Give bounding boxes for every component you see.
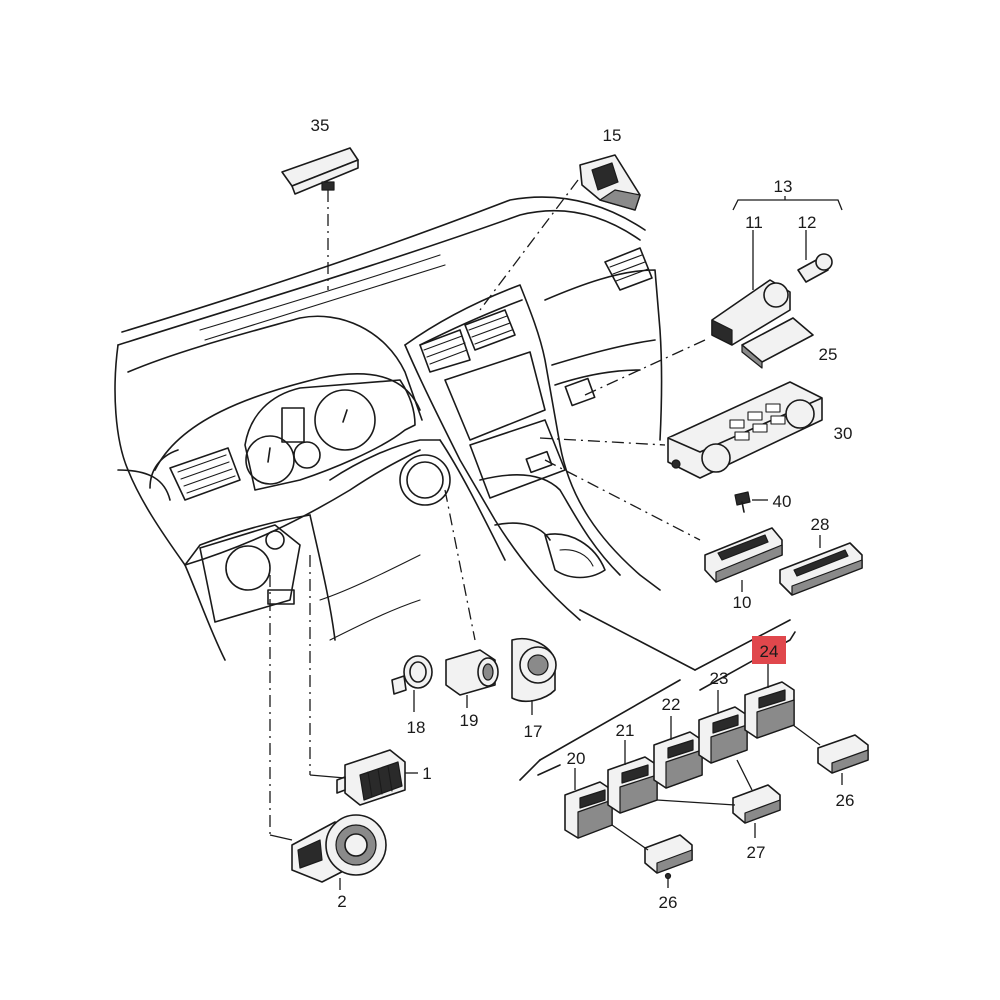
center-stack-panel [444,351,596,499]
callout-35: 35 [311,116,330,135]
switch-row-panel-line [537,631,796,776]
part-26-blank-cap-right[interactable] [792,724,869,785]
part-28-switch-strip[interactable] [779,535,863,596]
part-35-handle-trim[interactable] [281,147,359,195]
callout-25: 25 [819,345,838,364]
part-2-light-switch[interactable] [269,814,387,890]
part-19-ignition-lock[interactable] [445,649,499,708]
callout-40: 40 [773,492,792,511]
left-air-vent [169,447,241,501]
callout-26-right: 26 [836,791,855,810]
dash-speaker [399,454,451,506]
center-air-vents [419,309,516,373]
callout-26-bottom: 26 [659,893,678,912]
part-26-blank-cap-bottom[interactable] [611,824,693,888]
callout-labels: 35 15 13 11 12 25 30 40 28 10 24 23 22 2… [311,116,855,912]
part-30-climate-control[interactable] [667,381,823,479]
part-11-socket[interactable] [711,279,791,346]
callout-19: 19 [460,711,479,730]
part-22-switch[interactable] [653,716,703,789]
part-13-bracket [732,196,843,290]
callout-11: 11 [745,213,763,232]
instrument-cluster [244,379,416,491]
callout-24: 24 [760,642,779,661]
part-10-switch-strip[interactable] [704,527,783,592]
dashboard-outline [114,196,663,661]
callout-22: 22 [662,695,681,714]
part-17-trim-ring[interactable] [511,638,557,715]
callout-18: 18 [407,718,426,737]
callout-13: 13 [774,177,793,196]
leader-lines [269,179,791,835]
part-1-switch-block[interactable] [309,749,418,806]
callout-12: 12 [798,213,817,232]
callout-23: 23 [710,669,729,688]
callout-2: 2 [337,892,346,911]
callout-10: 10 [733,593,752,612]
part-18-ring[interactable] [391,655,433,712]
callout-20: 20 [567,749,586,768]
callout-30: 30 [834,424,853,443]
part-27-blank-cap[interactable] [656,759,781,838]
callout-15: 15 [603,126,622,145]
callout-27: 27 [747,843,766,862]
part-15-switch[interactable] [579,154,641,211]
callout-24-highlight [752,636,786,664]
callout-21: 21 [616,721,635,740]
callout-1: 1 [422,764,431,783]
right-air-vent [604,247,653,291]
part-25-trim-cover[interactable] [741,317,814,369]
callout-17: 17 [524,722,543,741]
part-21-switch[interactable] [607,740,658,814]
part-23-switch[interactable] [698,690,748,764]
light-switch-panel [199,524,301,623]
part-20-switch[interactable] [564,768,613,839]
part-24-switch[interactable] [744,662,795,739]
part-40-screw[interactable] [734,491,768,513]
callout-28: 28 [811,515,830,534]
part-12-plug[interactable] [797,253,833,283]
